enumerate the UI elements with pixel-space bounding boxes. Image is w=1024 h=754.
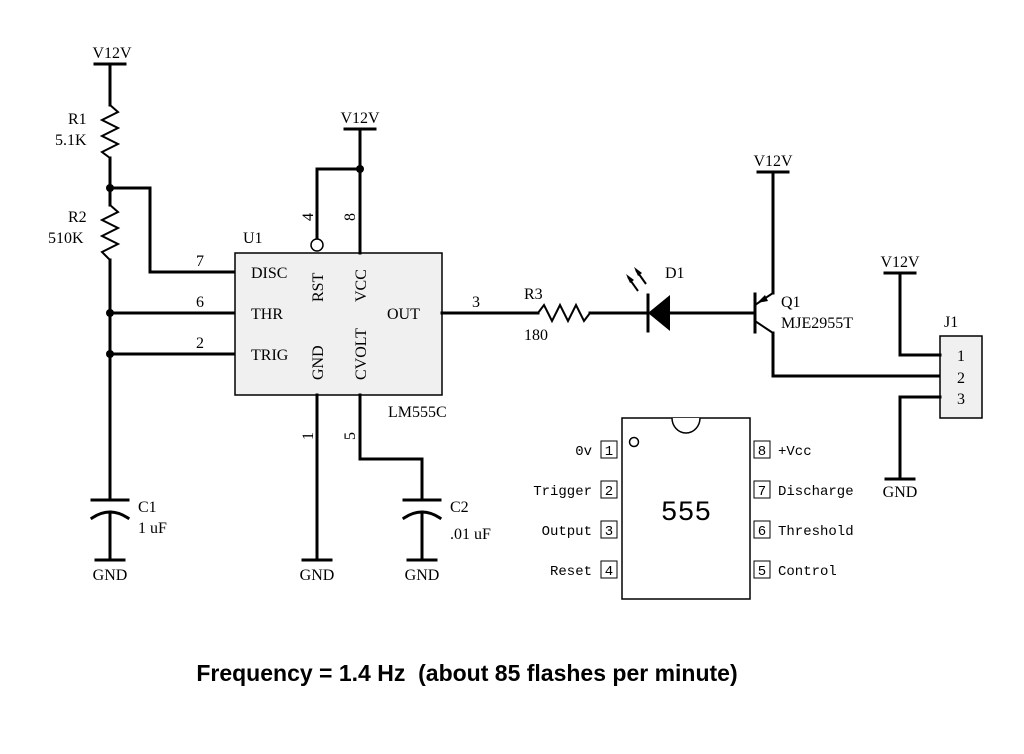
capacitor-c1: C1 1 uF GND: [89, 498, 167, 584]
pinout-name-discharge: Discharge: [778, 484, 854, 500]
c2-ref: C2: [450, 499, 469, 516]
pinout-num-7: 7: [758, 484, 766, 500]
j1-pin-2: 2: [957, 370, 965, 387]
q1-ref: Q1: [781, 294, 801, 311]
reset-bubble: [310, 238, 324, 252]
u1-ref: U1: [243, 230, 263, 247]
pinout-name-trigger: Trigger: [533, 484, 592, 500]
pin-number-3: 3: [472, 294, 480, 311]
pinout-name-output: Output: [542, 524, 592, 540]
pin-number-6: 6: [196, 294, 204, 311]
led-d1: D1: [626, 265, 685, 333]
pinout-num-3: 3: [605, 524, 613, 540]
chip-label: 555: [661, 498, 711, 529]
pin-trig-label: TRIG: [251, 347, 289, 364]
pin-number-8: 8: [342, 213, 359, 221]
pinout-name-control: Control: [778, 564, 837, 580]
pin-number-2: 2: [196, 335, 204, 352]
j1-ref: J1: [944, 314, 958, 331]
connector-j1: J1 1 2 3 V12V GND: [880, 254, 983, 501]
j1-pin-1: 1: [957, 348, 965, 365]
resistor-r2: R2 510K: [48, 204, 121, 261]
gnd-label-ic: GND: [300, 567, 335, 584]
r1-value: 5.1K: [55, 132, 87, 149]
resistor-r3: R3 180: [524, 286, 591, 344]
r3-value: 180: [524, 327, 548, 344]
c2-value: .01 uF: [450, 526, 491, 543]
j1-pin-3: 3: [957, 391, 965, 408]
pinout-name-vcc: +Vcc: [778, 444, 812, 460]
pin-vcc-label: VCC: [353, 269, 370, 302]
gnd-label-c2: GND: [405, 567, 440, 584]
r1-ref: R1: [68, 111, 87, 128]
capacitor-c2: C2 .01 uF GND: [358, 393, 491, 584]
pinout-name-reset: Reset: [550, 564, 592, 580]
pinout-diagram: 555 1 2 3 4 8 7 6 5 0v Trigger Output Re…: [533, 417, 854, 600]
pin-out-label: OUT: [387, 306, 420, 323]
gnd-label-j1: GND: [883, 484, 918, 501]
pin-cvolt-label: CVOLT: [353, 328, 370, 380]
c1-value: 1 uF: [138, 520, 167, 537]
v12v-label-q1: V12V: [753, 153, 793, 170]
pinout-num-2: 2: [605, 484, 613, 500]
r2-value: 510K: [48, 230, 84, 247]
r3-ref: R3: [524, 286, 543, 303]
pin-rst-label: RST: [310, 272, 327, 302]
v12v-label-ic: V12V: [340, 110, 380, 127]
pin-disc-label: DISC: [251, 265, 287, 282]
pin1-dot: [628, 436, 640, 448]
left-supply-rail: V12V: [92, 45, 132, 107]
v12v-label-j1: V12V: [880, 254, 920, 271]
pin1-notch: [671, 417, 701, 434]
pinout-num-1: 1: [605, 444, 613, 460]
u1-supply: V12V: [310, 110, 380, 255]
u1-part: LM555C: [388, 404, 447, 421]
v12v-label-left: V12V: [92, 45, 132, 62]
frequency-caption: Frequency = 1.4 Hz (about 85 flashes per…: [196, 660, 737, 686]
pin-thr-label: THR: [251, 306, 283, 323]
ic-u1-lm555c: U1 LM555C DISC THR TRIG OUT RST VCC GND …: [196, 213, 480, 440]
resistor-r1: R1 5.1K: [55, 104, 121, 159]
pinout-num-4: 4: [605, 564, 613, 580]
pinout-name-0v: 0v: [575, 444, 592, 460]
r2-ref: R2: [68, 209, 87, 226]
pinout-num-8: 8: [758, 444, 766, 460]
pin-number-7: 7: [196, 253, 204, 270]
transistor-q1: V12V Q1 MJE2955T: [753, 153, 942, 378]
pin-number-5: 5: [342, 432, 359, 440]
pinout-name-threshold: Threshold: [778, 524, 854, 540]
pin-number-4: 4: [300, 213, 317, 221]
gnd-label-c1: GND: [93, 567, 128, 584]
pinout-num-6: 6: [758, 524, 766, 540]
d1-ref: D1: [665, 265, 685, 282]
pin-gnd-label: GND: [310, 345, 327, 380]
c1-ref: C1: [138, 499, 157, 516]
pin-number-1: 1: [300, 432, 317, 440]
pinout-num-5: 5: [758, 564, 766, 580]
q1-part: MJE2955T: [781, 315, 853, 332]
